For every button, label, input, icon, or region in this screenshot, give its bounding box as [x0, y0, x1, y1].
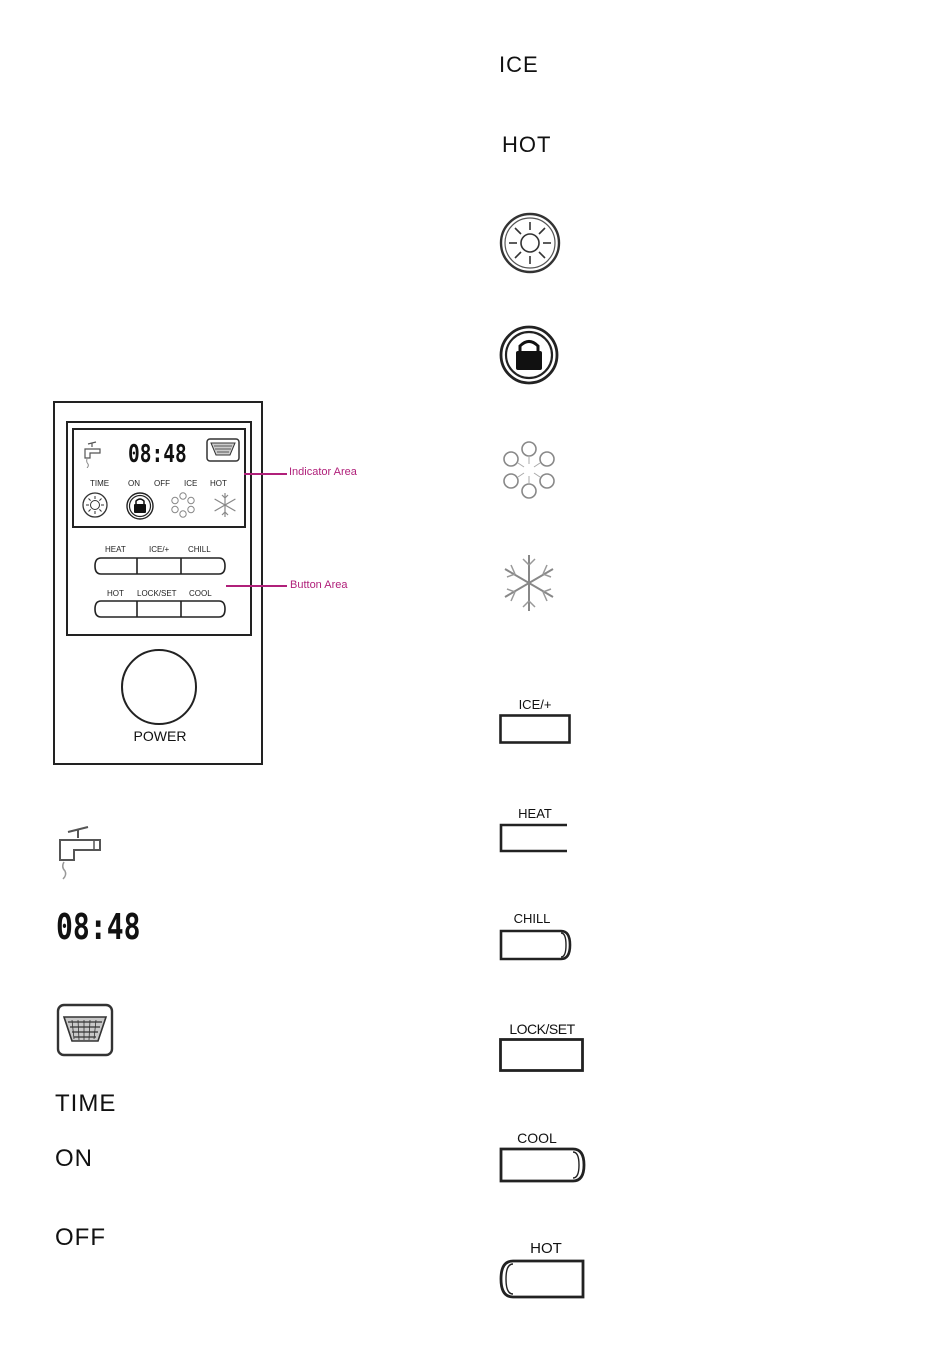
indicator-label-off: OFF	[154, 479, 170, 488]
button-label-lock-set: LOCK/SET	[137, 589, 177, 598]
sun-icon	[82, 492, 108, 518]
hot-button[interactable]	[499, 1259, 585, 1299]
power-label: POWER	[115, 728, 205, 744]
control-panel: 08:48 TIME ON OFF ICE HOT	[53, 401, 263, 765]
lock-set-button[interactable]	[499, 1038, 585, 1072]
power-button[interactable]	[121, 649, 197, 725]
legend-button-label-chill: CHILL	[497, 911, 567, 926]
sun-icon	[499, 212, 561, 274]
button-label-ice-plus: ICE/+	[149, 545, 169, 554]
indicator-callout-line	[244, 473, 287, 475]
clock-display: 08:48	[128, 440, 187, 468]
button-label-cool: COOL	[189, 589, 212, 598]
indicator-label-ice: ICE	[184, 479, 197, 488]
legend-label-time: TIME	[55, 1090, 116, 1118]
legend-button-label-lock-set: LOCK/SET	[497, 1021, 587, 1037]
button-callout-label: Button Area	[290, 579, 348, 591]
legend-label-off: OFF	[55, 1224, 106, 1252]
filter-icon	[56, 1003, 114, 1057]
heat-button[interactable]	[499, 823, 569, 853]
faucet-icon	[54, 824, 104, 880]
legend-label-ice: ICE	[499, 52, 539, 78]
ice-plus-button[interactable]	[499, 714, 571, 744]
chill-button[interactable]	[499, 929, 573, 961]
legend-button-label-heat: HEAT	[499, 806, 571, 821]
indicator-area: 08:48 TIME ON OFF ICE HOT	[72, 428, 246, 528]
cool-button[interactable]	[499, 1147, 587, 1183]
faucet-icon	[82, 440, 104, 468]
button-callout-line	[226, 585, 287, 587]
lock-icon	[126, 492, 154, 520]
button-row-1	[93, 556, 227, 576]
cooling-icon	[170, 492, 196, 518]
lock-icon	[499, 325, 559, 385]
indicator-label-on: ON	[128, 479, 140, 488]
legend-button-label-ice-plus: ICE/+	[499, 697, 571, 712]
filter-icon	[206, 438, 240, 462]
legend-label-hot: HOT	[502, 132, 551, 158]
snowflake-icon	[212, 492, 238, 518]
indicator-label-hot: HOT	[210, 479, 227, 488]
button-label-hot: HOT	[107, 589, 124, 598]
legend-button-label-hot: HOT	[508, 1240, 584, 1257]
cooling-icon	[499, 440, 559, 500]
indicator-callout-label: Indicator Area	[289, 466, 375, 478]
indicator-label-time: TIME	[90, 479, 109, 488]
snowflake-icon	[499, 553, 559, 613]
button-label-heat: HEAT	[105, 545, 126, 554]
legend-button-label-cool: COOL	[499, 1130, 575, 1146]
button-row-2	[93, 599, 227, 619]
legend-label-on: ON	[55, 1145, 93, 1173]
clock-display: 08:48	[56, 909, 141, 947]
button-label-chill: CHILL	[188, 545, 211, 554]
